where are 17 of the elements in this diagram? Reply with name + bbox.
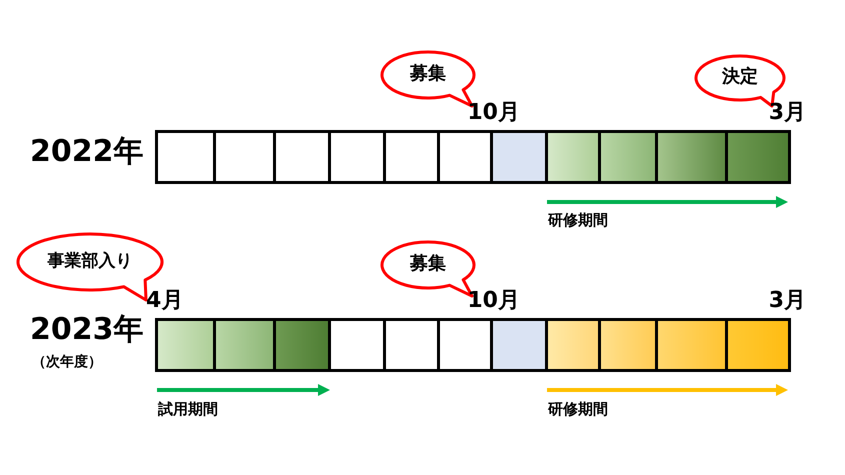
bubble-text: 募集 [409,255,447,273]
period-label: 研修期間 [548,213,608,228]
period-label: 研修期間 [548,402,608,417]
month-label: 4月 [146,290,184,312]
year-label: 2022年 [30,137,144,167]
bubble-text: 決定 [720,68,759,86]
timeline-bar [155,130,791,184]
month-label: 3月 [768,290,806,312]
year-note: （次年度） [32,355,102,369]
month-label: 10月 [467,102,520,124]
bubble-text: 事業部入り [46,252,134,270]
month-label: 10月 [467,290,520,312]
month-label: 3月 [768,102,806,124]
bubble-text: 募集 [409,65,447,83]
year-label: 2023年 [30,315,144,345]
timeline-bar [155,318,791,372]
period-label: 試用期間 [158,402,218,417]
